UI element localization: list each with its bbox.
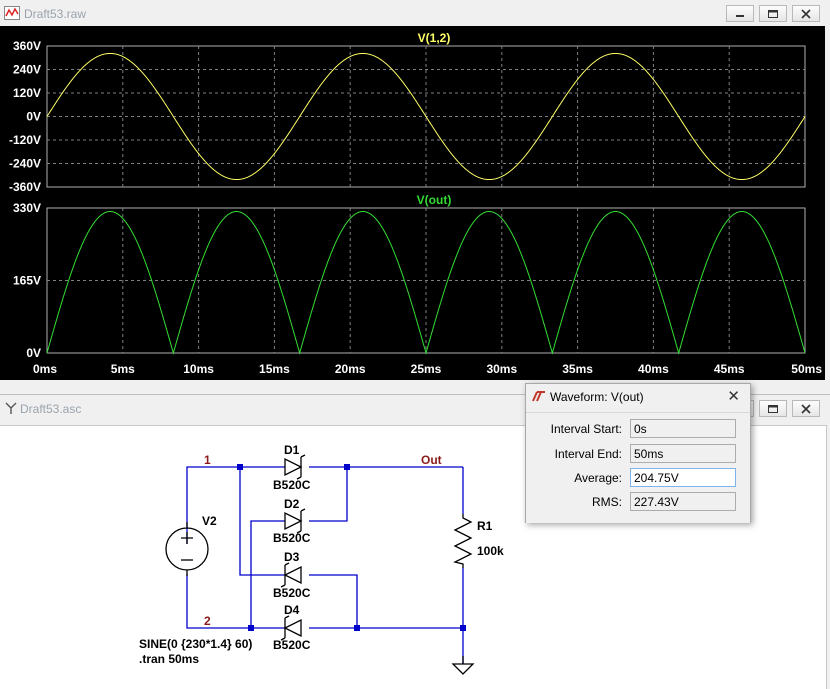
source-name: V2 — [202, 514, 217, 528]
y-tick-label: 0V — [26, 346, 41, 360]
x-tick-label: 25ms — [411, 362, 442, 376]
minimize-button[interactable] — [726, 5, 754, 22]
x-tick-label: 35ms — [562, 362, 593, 376]
x-tick-label: 5ms — [111, 362, 135, 376]
junction-dot — [460, 625, 466, 631]
average-field[interactable]: 204.75V — [630, 468, 736, 487]
trace-label-1[interactable]: V(out) — [417, 193, 452, 207]
x-tick-label: 40ms — [638, 362, 669, 376]
source-value: SINE(0 {230*1.4} 60) — [139, 637, 252, 651]
wire-d2-anode[interactable] — [250, 520, 285, 628]
junction-dot — [248, 625, 254, 631]
resistor-r1-symbol[interactable] — [453, 514, 473, 568]
x-tick-label: 20ms — [335, 362, 366, 376]
wire-node2-left[interactable] — [186, 574, 285, 629]
node-label-2: 2 — [204, 614, 211, 628]
ltspice-logo-icon — [532, 390, 546, 406]
maximize-icon — [768, 405, 778, 413]
waveform-window: Draft53.raw 360V 240V 120V 0V -120V -240V -360… — [0, 0, 830, 380]
waveform-app-icon — [4, 6, 20, 23]
x-tick-label: 10ms — [183, 362, 214, 376]
dialog-body: Interval Start: 0s Interval End: 50ms Av… — [526, 412, 750, 523]
minimize-icon — [736, 15, 744, 17]
diode-d1-model: B520C — [273, 478, 311, 492]
rms-field[interactable]: 227.43V — [630, 492, 736, 511]
y-tick-label: 165V — [13, 274, 41, 288]
diode-d2-model: B520C — [273, 531, 311, 545]
y-tick-label: -240V — [9, 157, 41, 171]
node-label-1: 1 — [204, 453, 211, 467]
diode-d3-model: B520C — [273, 586, 311, 600]
spice-directive: .tran 50ms — [139, 652, 199, 666]
y-tick-label: -360V — [9, 180, 41, 194]
wire-node1-left[interactable] — [186, 466, 285, 544]
diode-d3-symbol[interactable] — [280, 562, 302, 588]
node-label-out: Out — [421, 453, 442, 467]
trace-0[interactable] — [46, 52, 806, 181]
diode-d4-model: B520C — [273, 638, 311, 652]
diode-d3-name: D3 — [284, 550, 300, 564]
y-tick-label: 120V — [13, 86, 41, 100]
junction-dot — [344, 464, 350, 470]
schematic-window-title: Draft53.asc — [20, 402, 82, 416]
wire-d3-anode[interactable] — [239, 467, 285, 576]
y-tick-label: 240V — [13, 63, 41, 77]
diode-d2-symbol[interactable] — [284, 508, 306, 534]
interval-start-field[interactable]: 0s — [630, 419, 736, 438]
schematic-close-button[interactable] — [792, 400, 820, 417]
y-tick-label: 360V — [13, 39, 41, 53]
maximize-button[interactable] — [759, 5, 787, 22]
rms-label: RMS: — [592, 495, 622, 509]
x-tick-label: 45ms — [714, 362, 745, 376]
junction-dot — [354, 625, 360, 631]
x-tick-label: 50ms — [791, 362, 822, 376]
schematic-maximize-button[interactable] — [759, 400, 787, 417]
y-tick-label: 330V — [13, 201, 41, 215]
voltage-source-v2[interactable] — [165, 522, 209, 576]
close-button[interactable] — [792, 5, 820, 22]
diode-d4-symbol[interactable] — [280, 615, 302, 641]
maximize-icon — [768, 10, 778, 18]
interval-start-label: Interval Start: — [550, 422, 622, 436]
resistor-value: 100k — [477, 544, 504, 558]
y-tick-label: 0V — [26, 110, 41, 124]
resistor-name: R1 — [477, 519, 493, 533]
y-tick-label: -120V — [9, 133, 41, 147]
trace-label-0[interactable]: V(1,2) — [418, 31, 451, 45]
x-tick-label: 30ms — [486, 362, 517, 376]
interval-end-label: Interval End: — [554, 447, 622, 461]
waveform-plot-area[interactable]: 360V 240V 120V 0V -120V -240V -360V V(1,2) 330V 1… — [0, 26, 825, 380]
wire-d2-cathode[interactable] — [309, 467, 348, 522]
schematic-drawing[interactable]: 1 2 Out V2 D1 B520C D2 B520C D3 B520C D4… — [0, 426, 826, 689]
diode-d4-name: D4 — [284, 603, 300, 617]
diode-d1-symbol[interactable] — [284, 454, 306, 480]
waveform-stats-dialog: Waveform: V(out) ✕ Interval Start: 0s In… — [525, 383, 751, 523]
trace-1[interactable] — [46, 211, 806, 355]
wire-d3-cathode[interactable] — [309, 574, 358, 628]
interval-end-field[interactable]: 50ms — [630, 444, 736, 463]
close-icon — [801, 9, 811, 19]
diode-d1-name: D1 — [284, 443, 300, 457]
waveform-titlebar[interactable]: Draft53.raw — [0, 0, 830, 28]
waveform-plots[interactable]: 360V 240V 120V 0V -120V -240V -360V V(1,2) 330V 1… — [0, 26, 825, 380]
waveform-window-title: Draft53.raw — [24, 7, 87, 21]
junction-dot — [237, 464, 243, 470]
dialog-close-button[interactable]: ✕ — [727, 388, 740, 405]
dialog-title: Waveform: V(out) — [550, 390, 644, 404]
x-tick-label: 0ms — [33, 362, 57, 376]
average-label: Average: — [574, 471, 622, 485]
schematic-app-icon — [4, 401, 18, 418]
diode-d2-name: D2 — [284, 497, 300, 511]
x-tick-label: 15ms — [259, 362, 290, 376]
close-icon — [801, 404, 811, 414]
ground-icon — [451, 656, 475, 675]
